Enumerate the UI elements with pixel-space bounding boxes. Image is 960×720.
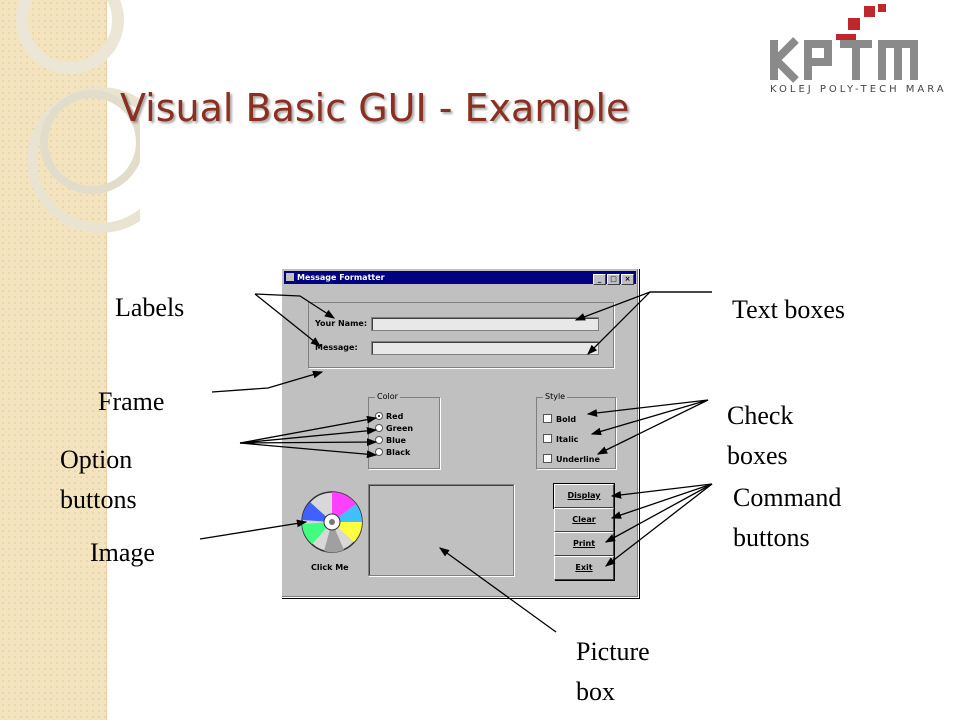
callout-check-line1: Check	[727, 401, 794, 430]
callout-option-line2: buttons	[60, 485, 137, 514]
callout-option-buttons: Option buttons	[60, 440, 137, 520]
check-bold[interactable]: Bold	[543, 414, 576, 424]
checkbox-icon	[543, 414, 552, 423]
callout-picture-box: Picture box	[576, 632, 650, 712]
message-textbox[interactable]	[371, 341, 599, 355]
option-green-label: Green	[386, 424, 414, 433]
print-button[interactable]: Print	[554, 532, 614, 556]
kptm-logo	[770, 4, 918, 83]
color-frame: Color Red Green Blue Black	[368, 392, 440, 469]
callout-text-boxes: Text boxes	[732, 295, 845, 324]
callout-picture-line1: Picture	[576, 637, 650, 666]
option-blue-label: Blue	[386, 436, 406, 445]
radio-icon	[375, 436, 383, 444]
option-black-label: Black	[386, 448, 411, 457]
your-name-textbox[interactable]	[371, 317, 599, 331]
callout-labels: Labels	[115, 293, 185, 322]
callout-command-line2: buttons	[733, 523, 810, 552]
option-green[interactable]: Green	[375, 424, 413, 433]
window-controls: _□×	[592, 272, 634, 285]
check-underline-label: Underline	[556, 455, 600, 464]
minimize-button[interactable]: _	[593, 274, 606, 285]
option-blue[interactable]: Blue	[375, 436, 406, 445]
checkbox-icon	[543, 434, 552, 443]
message-formatter-window: Message Formatter _□× Your Name: Message…	[281, 268, 639, 598]
check-bold-label: Bold	[556, 415, 577, 424]
style-frame-caption: Style	[543, 392, 568, 401]
app-icon	[286, 273, 294, 281]
option-black[interactable]: Black	[375, 448, 410, 457]
close-button[interactable]: ×	[621, 274, 634, 285]
color-frame-caption: Color	[375, 392, 400, 401]
exit-button[interactable]: Exit	[554, 556, 614, 580]
clear-button[interactable]: Clear	[554, 508, 614, 532]
window-titlebar[interactable]: Message Formatter _□×	[284, 271, 636, 285]
message-label: Message:	[315, 343, 358, 352]
callout-check-line2: boxes	[727, 441, 788, 470]
checkbox-icon	[543, 454, 552, 463]
input-frame: Your Name: Message:	[308, 302, 614, 368]
click-me-label: Click Me	[311, 563, 349, 572]
callout-picture-line2: box	[576, 677, 615, 706]
radio-icon	[375, 448, 383, 456]
logo-subtitle: KOLEJ POLY-TECH MARA	[770, 84, 947, 95]
display-button[interactable]: Display	[553, 483, 615, 509]
option-red-label: Red	[386, 412, 404, 421]
callout-frame: Frame	[98, 387, 165, 416]
check-italic[interactable]: Italic	[543, 434, 578, 444]
cd-image-icon[interactable]	[300, 490, 364, 554]
decorative-circles	[16, 0, 140, 233]
window-title: Message Formatter	[297, 273, 385, 282]
maximize-button[interactable]: □	[607, 274, 620, 285]
callout-check-boxes: Check boxes	[727, 396, 793, 476]
radio-selected-icon	[375, 412, 383, 420]
radio-icon	[375, 424, 383, 432]
callout-command-line1: Command	[733, 483, 842, 512]
callout-option-line1: Option	[60, 445, 133, 474]
your-name-label: Your Name:	[315, 319, 368, 328]
check-italic-label: Italic	[556, 435, 579, 444]
slide-title: Visual Basic GUI - Example	[120, 86, 630, 130]
style-frame: Style Bold Italic Underline	[536, 392, 616, 469]
callout-command-buttons: Command buttons	[733, 478, 841, 558]
picture-box[interactable]	[368, 484, 514, 576]
callout-image: Image	[90, 538, 155, 567]
check-underline[interactable]: Underline	[543, 454, 600, 464]
option-red[interactable]: Red	[375, 412, 403, 421]
